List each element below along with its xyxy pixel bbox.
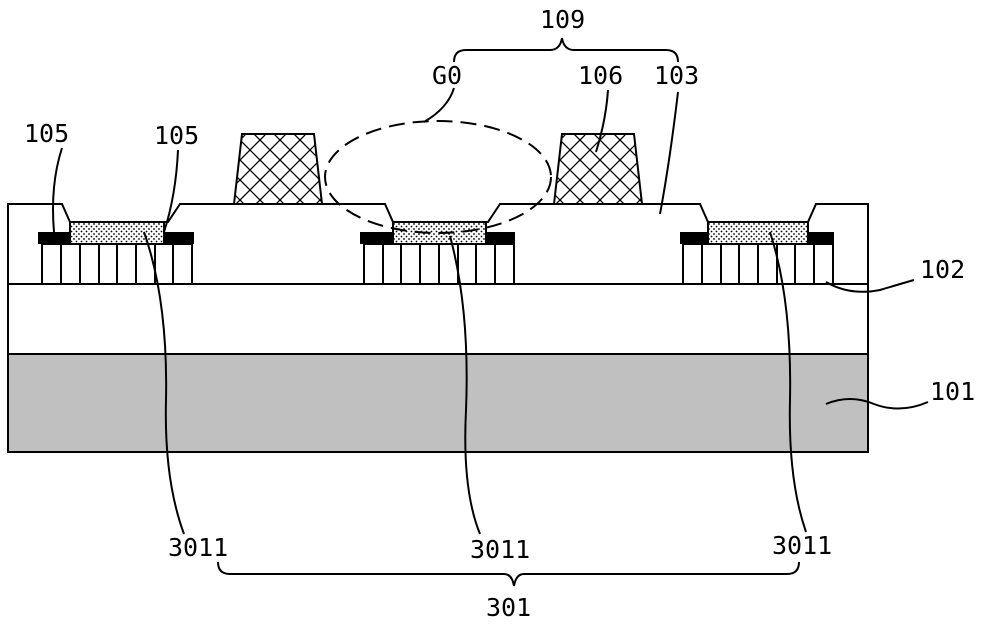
label-103: 103 [654,61,699,90]
contact-right [486,232,515,244]
label-3011-right: 3011 [772,531,832,560]
leader-105-left [52,147,63,233]
leader-3011-left [143,231,185,535]
stripe-lines [701,244,815,284]
leader-106 [595,89,609,153]
leader-102 [825,279,915,293]
label-101: 101 [930,377,975,406]
substrate-layer-101 [7,353,869,453]
contact-left [680,232,708,244]
leader-g0 [423,87,455,123]
leader-3011-center [449,235,481,535]
leader-103 [659,91,679,215]
device-left [38,221,194,285]
dotted-channel [707,221,809,245]
brace-109 [453,37,679,63]
label-102: 102 [920,255,965,284]
leader-3011-right [769,231,807,533]
gap-region-g0-dashed [324,120,552,234]
device-right [680,221,834,285]
contact-right [164,232,194,244]
label-109: 109 [540,5,585,34]
buffer-layer-102 [7,283,869,355]
device-center [360,221,515,285]
leader-105-right [163,149,179,233]
stripe-lines [382,244,496,284]
label-105-left: 105 [24,119,69,148]
contact-right [808,232,834,244]
brace-301 [217,561,800,587]
leader-101 [825,398,929,410]
label-301: 301 [486,593,531,622]
label-3011-center: 3011 [470,535,530,564]
contact-left [360,232,393,244]
crosshatch-bump-left [232,133,324,205]
label-106: 106 [578,61,623,90]
crosshatch-bump-right-106 [552,133,644,205]
label-105-right: 105 [154,121,199,150]
label-g0: G0 [432,61,462,90]
contact-left [38,232,70,244]
label-3011-left: 3011 [168,533,228,562]
stripe-lines [60,244,174,284]
dotted-channel [69,221,165,245]
